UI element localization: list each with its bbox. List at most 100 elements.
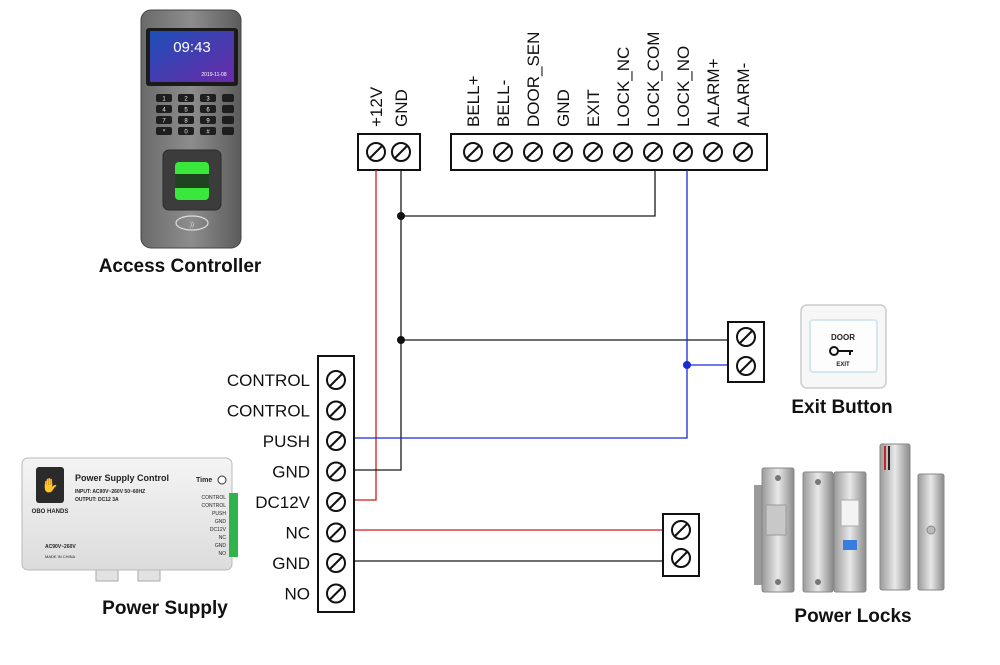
terminal-screw-0 [463,142,483,162]
controller-screen-time: 09:43 [173,39,211,56]
controller-signal-terminal-label: LOCK_NO [674,46,693,127]
controller-power-terminal-label: GND [392,89,411,127]
keypad-key-label: 3 [206,97,210,103]
terminal-screw-2 [326,431,346,451]
psu-mini-terminal-label: GND [215,543,227,549]
wire-12v-red [346,170,377,501]
wire-lock-com [401,170,656,217]
keypad-key [156,127,172,135]
terminal-screw-5 [613,142,633,162]
power-supply-terminal-block [317,355,355,613]
controller-signal-terminal-label: ALARM- [734,63,753,127]
psu-brand: OBO HANDS [32,509,69,515]
controller-signal-terminal-label: EXIT [584,89,603,127]
power-supply-terminal-label: NO [285,585,311,604]
terminal-screw-9 [733,142,753,162]
controller-screen [150,31,234,82]
keypad-key-label: 1 [162,97,166,103]
psu-mini-terminal-label: GND [215,519,227,525]
power-supply-terminal-label: CONTROL [227,402,310,421]
psu-mini-terminal-label: PUSH [212,511,226,517]
exit-plate-top: DOOR [831,333,855,342]
keypad-key-label: # [206,130,210,136]
psu-mini-terminal-label: CONTROL [202,503,227,509]
keypad-key [200,127,216,135]
terminal-screw-4 [326,492,346,512]
junction-dot [683,361,691,369]
keypad-key-label: * [163,130,166,136]
keypad-key-label: 4 [162,108,166,114]
keypad-key-label: 9 [206,119,210,125]
controller-signal-terminal-label: LOCK_COM [644,32,663,127]
keypad-key [178,127,194,135]
controller-signal-terminal-label: ALARM+ [704,58,723,127]
psu-voltage-note: AC90V~260V [45,544,76,550]
terminal-screw-1 [391,142,411,162]
power-supply-terminal-label: GND [272,554,310,573]
electric-strike-lock [754,467,795,593]
power-locks-label: Power Locks [794,606,911,627]
exit-button-label: Exit Button [791,397,892,418]
key-icon [829,346,853,356]
keypad-key-label: 0 [184,130,188,136]
psu-panel-title: Power Supply Control [75,473,169,483]
power-supply-device: ✋ OBO HANDS Power Supply Control Time IN… [21,457,238,582]
psu-mini-terminal-label: DC12V [210,527,227,533]
exit-button-device: DOOR EXIT [800,304,887,389]
terminal-screw-7 [326,583,346,604]
psu-green-terminal [229,493,238,557]
controller-signal-terminal-label: BELL- [494,80,513,127]
wire-gnd-black [346,170,402,471]
keypad-key [156,116,172,124]
keypad-func-key [222,105,234,113]
keypad-func-key [222,116,234,124]
access-controller-label: Access Controller [99,256,262,277]
terminal-screw-3 [553,142,573,162]
keypad-key-label: 8 [184,119,188,125]
psu-input-text: INPUT: AC90V~260V 50~60HZ [75,489,145,495]
psu-output-text: OUTPUT: DC12 3A [75,497,119,503]
terminal-screw-1 [326,400,346,421]
keypad-key [200,116,216,124]
power-supply-label: Power Supply [102,598,228,619]
keypad-key [178,116,194,124]
controller-screen-date: 2019-11-08 [201,72,226,78]
power-supply-terminal-label: GND [272,463,310,482]
power-supply-terminal-label: PUSH [263,432,310,451]
keypad-key [200,94,216,102]
bolt-lock [802,471,867,593]
rfid-icon [175,215,209,231]
controller-power-terminal-label: +12V [367,86,386,127]
psu-time-text: Time [196,477,212,484]
terminal-screw-7 [673,142,693,162]
power-supply-terminal-label: NC [285,524,310,543]
wire-lock-no-blue [346,170,688,439]
keypad-key-label: 6 [206,108,210,114]
keypad-func-key [222,94,234,102]
keypad-key-label: 7 [162,119,166,125]
keypad-key [178,94,194,102]
junction-dot [397,212,405,220]
keypad-key [200,105,216,113]
terminal-screw-4 [583,142,603,162]
terminal-screw-0 [326,370,346,390]
controller-signal-terminal-label: LOCK_NC [614,47,633,127]
magnetic-lock [879,443,945,591]
terminal-screw-6 [326,553,346,573]
terminal-screw-2 [523,142,543,162]
keypad-key [156,94,172,102]
psu-mini-terminal-label: CONTROL [202,495,227,501]
hand-icon [36,467,64,503]
terminal-screw-8 [703,142,723,162]
clock-icon [217,475,227,485]
psu-mini-terminal-label: NC [219,535,227,541]
junction-dot [397,336,405,344]
psu-made-in: MADE IN CHINA [45,554,76,559]
keypad-key [178,105,194,113]
controller-signal-terminal-label: GND [554,89,573,127]
terminal-screw-3 [326,461,346,482]
svg-text:✋: ✋ [41,477,58,493]
